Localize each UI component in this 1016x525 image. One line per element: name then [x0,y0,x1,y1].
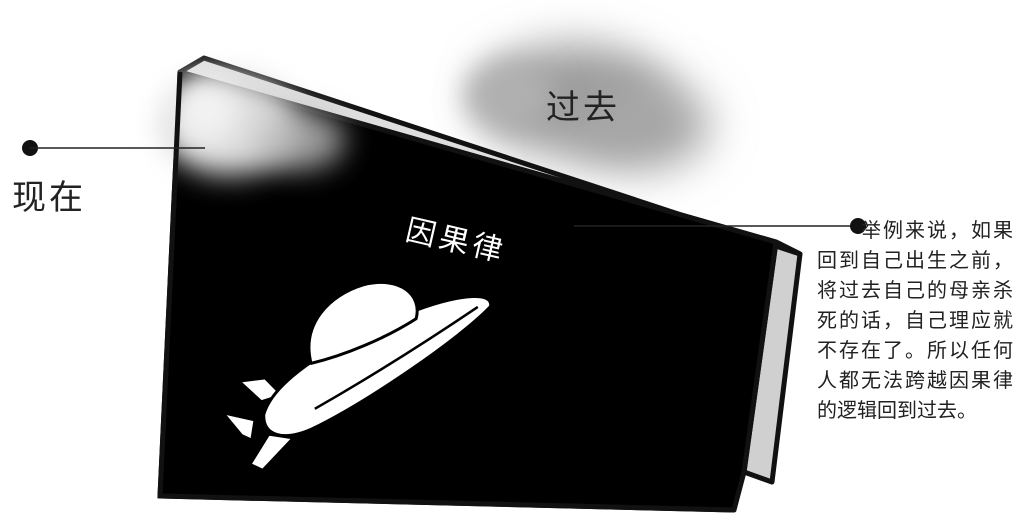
past-cloud [465,45,710,170]
present-callout [22,140,205,156]
present-label: 现在 [12,178,86,218]
annotation-callout [574,218,866,234]
present-smoke [160,75,345,175]
past-label: 过去 [546,88,620,128]
annotation-text: 举例来说，如果回到自己出生之前，将过去自己的母亲杀死的话，自己理应就不存在了。所… [817,218,1013,422]
wall-front-outline [157,71,735,513]
causality-annotation: 举例来说，如果回到自己出生之前，将过去自己的母亲杀死的话，自己理应就不存在了。所… [817,215,1013,425]
ufo-time-machine-icon [221,280,492,472]
